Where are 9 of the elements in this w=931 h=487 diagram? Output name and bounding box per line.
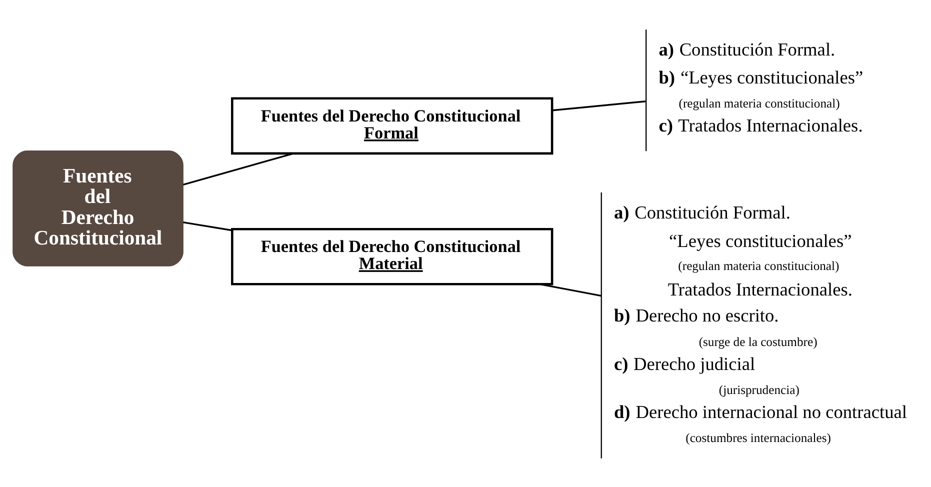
node-box: Fuentes del Derecho Constitucional Formal: [231, 96, 554, 154]
node-box: Fuentes del Derecho Constitucional Material: [231, 227, 554, 285]
node-box: Fuentes del Derecho Constitucional: [12, 150, 184, 266]
node-text: a) Constitución Formal. “Leyes constitucionales” (regulan materia constitucional) Tratados Internacionales. b) Derecho no escrito. (surge de la costumbre) c) Derecho judicial (jurisprudencia) d) Derecho internacional no contractual (costumbres internacionales): [614, 202, 907, 445]
connector: [552, 100, 646, 111]
node-text: a) Constitución Formal. b) “Leyes constitucionales” (regulan materia constitucional) c) Tratados Internacionales.: [658, 39, 864, 135]
connector: [183, 220, 232, 231]
connector: [540, 282, 602, 296]
connector: [182, 152, 294, 186]
